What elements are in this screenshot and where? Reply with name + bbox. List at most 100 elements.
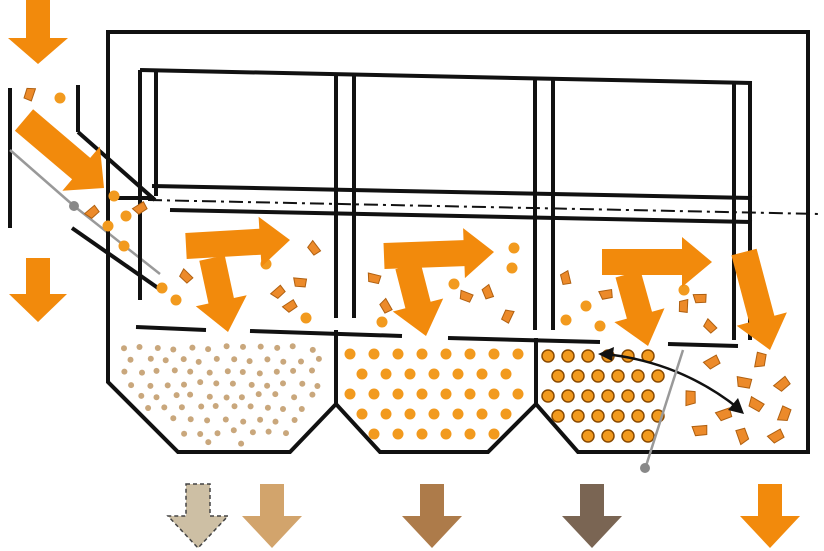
medium-particle [392, 388, 404, 400]
coarse-particle [541, 389, 555, 403]
fine-particle [314, 383, 321, 389]
coarse-particle [591, 409, 605, 423]
fine-particle [127, 356, 134, 363]
outlet-pointer [640, 349, 685, 473]
medium-particle [488, 428, 500, 440]
fine-particle [249, 429, 256, 436]
fine-particle [299, 380, 306, 387]
fine-particle [178, 404, 185, 411]
medium-particle [464, 388, 476, 400]
fine-particle [229, 380, 236, 387]
fine-particle [298, 406, 305, 412]
medium-particle [368, 428, 380, 440]
fine-particle [298, 358, 304, 365]
fine-particle [291, 417, 298, 423]
medium-particle [428, 368, 440, 380]
fine-particle [181, 430, 188, 437]
outlet-arrow-icon-fine-dashed [166, 483, 230, 550]
fine-particle [257, 343, 264, 350]
deck-4 [667, 342, 739, 348]
screen-particle [170, 294, 182, 306]
hoppers [106, 198, 810, 454]
fragment-icon [736, 376, 753, 389]
fine-particle [128, 382, 135, 389]
medium-particle [464, 348, 476, 360]
outlet-arrow-icon-medium [402, 484, 462, 548]
medium-particle [356, 408, 368, 420]
hopper-outline [106, 198, 810, 454]
fragment-icon [598, 288, 613, 300]
outlet-arrow-icon-coarse [562, 484, 622, 548]
coarse-particle [611, 369, 625, 383]
fine-particle [248, 381, 255, 388]
curved-arrow-head-left [598, 347, 614, 361]
inlet-pointer-line [9, 149, 75, 207]
fragment-icon [559, 269, 572, 286]
fine-particle [197, 431, 204, 437]
fine-particle [213, 355, 220, 362]
screen-particle [594, 320, 606, 332]
fine-particle [240, 418, 247, 425]
fine-particle [180, 356, 187, 363]
fine-particle [264, 382, 271, 389]
fragment-icon [685, 390, 696, 407]
fine-particle [197, 379, 204, 386]
fine-particle [291, 394, 298, 401]
coarse-particle [601, 429, 615, 443]
fine-particle [315, 355, 322, 362]
fine-particle [264, 404, 271, 411]
fragment-icon [691, 424, 708, 437]
coarse-particle [581, 389, 595, 403]
fragment-icon [459, 289, 474, 303]
coarse-particle [591, 369, 605, 383]
inlet-pointer-dot [69, 201, 79, 211]
coarse-particle [621, 389, 635, 403]
fragment-icon [307, 239, 322, 256]
fine-particle [181, 381, 187, 388]
medium-particle [452, 408, 464, 420]
medium-particle [380, 408, 392, 420]
fine-particle [170, 415, 177, 422]
fragment-icon [703, 317, 718, 334]
fine-particle [189, 344, 196, 351]
fragment-icon [179, 267, 194, 284]
fine-particle [170, 346, 177, 353]
curved-arrow-head-right [728, 398, 744, 414]
medium-particle [380, 368, 392, 380]
fine-particle [171, 367, 178, 374]
chute-lower-wall [70, 226, 160, 290]
fine-particle [238, 440, 245, 447]
fine-particle [187, 391, 194, 398]
medium-particle [428, 408, 440, 420]
coarse-particle [581, 349, 595, 363]
fine-particle [205, 439, 212, 446]
fragment-icon [23, 87, 37, 102]
fragment-icon [748, 395, 765, 413]
screen-particle [118, 240, 130, 252]
fine-particle [223, 343, 230, 350]
fine-particle [309, 346, 316, 353]
coarse-particle [561, 349, 575, 363]
coarse-particle [611, 409, 625, 423]
fine-particle [214, 430, 221, 437]
frame-mid-rail-upper [151, 184, 753, 200]
fine-particle [264, 356, 271, 363]
inlet-arrow-icon [8, 0, 68, 64]
fine-particle [309, 367, 315, 374]
coarse-particle [571, 369, 585, 383]
fine-particle [136, 344, 143, 350]
deck-3 [447, 336, 601, 344]
medium-particle [404, 368, 416, 380]
medium-particle [488, 348, 500, 360]
coarse-particle [601, 389, 615, 403]
fine-particle [283, 430, 289, 437]
outlet-pointer-dot [640, 463, 650, 473]
medium-particle [476, 368, 488, 380]
housing-outline [106, 30, 810, 440]
bypass-arrow-icon [9, 258, 67, 322]
fine-particle [280, 406, 286, 412]
fine-particle [161, 404, 168, 411]
medium-particle [416, 428, 428, 440]
fine-particle [256, 370, 263, 377]
fragment-icon [379, 297, 393, 314]
